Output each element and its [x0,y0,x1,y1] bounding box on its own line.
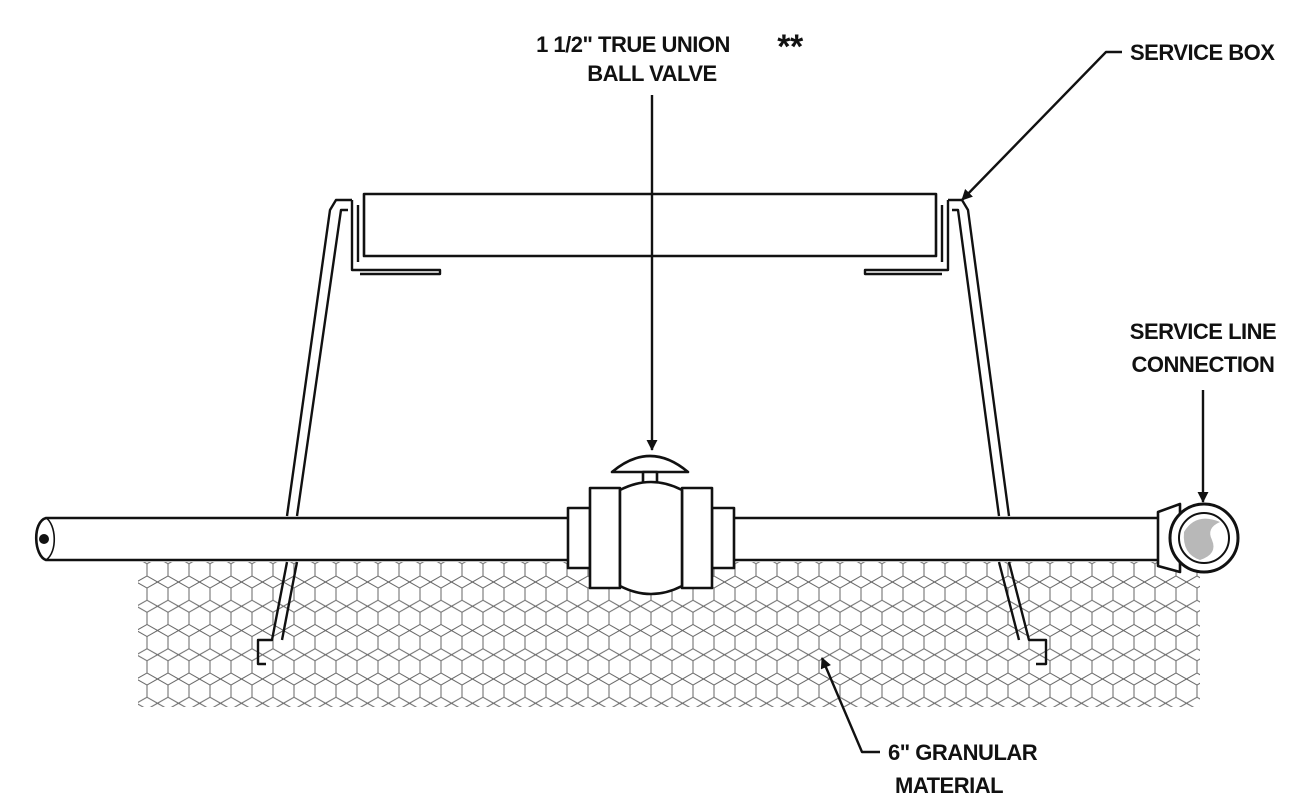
valve-label-line1: 1 1/2" TRUE UNION [536,32,730,57]
service-line-label-1: SERVICE LINE [1130,319,1276,344]
service-box [256,192,1048,666]
valve-label-stars: ** [777,28,804,66]
granular-label-1: 6" GRANULAR [888,740,1038,765]
valve-label-line2: BALL VALVE [587,61,716,86]
elbow-fitting [1156,502,1240,574]
granular-leader-arrow [820,657,880,754]
ball-valve [566,454,736,596]
service-box-label: SERVICE BOX [1130,40,1275,65]
service-box-leader-arrow [961,50,1122,201]
service-line-label-2: CONNECTION [1132,352,1275,377]
granular-label-2: MATERIAL [895,773,1003,798]
